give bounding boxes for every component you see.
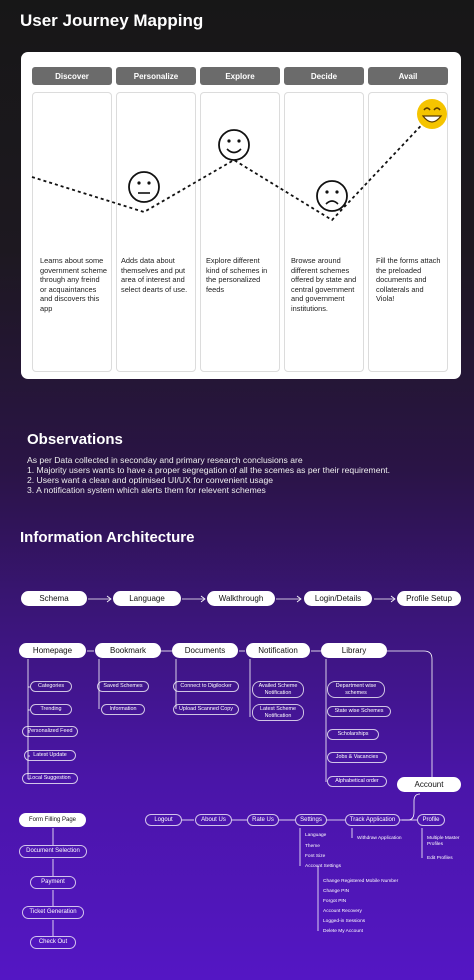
flow-login-details: Login/Details (304, 591, 372, 606)
documents-item: Connect to Digilocker (173, 681, 239, 692)
bookmark-item: Information (101, 704, 145, 715)
tab-library: Library (321, 643, 387, 658)
stage-column-discover (32, 92, 112, 372)
tab-homepage: Homepage (19, 643, 86, 658)
account-settings-item: Logged-in Sessions (323, 919, 366, 924)
tab-notification: Notification (246, 643, 310, 658)
homepage-item: Categories (30, 681, 72, 692)
stage-column-decide (284, 92, 364, 372)
library-item: Jobs & Vacancies (327, 752, 387, 763)
observations-intro: As per Data collected in seconday and pr… (27, 455, 303, 465)
settings-item: Account Settings (305, 864, 341, 869)
stage-discover: Discover (32, 67, 112, 85)
library-item: State wise Schemes (327, 706, 391, 717)
library-item: Scholarships (327, 729, 379, 740)
stage-decide: Decide (284, 67, 364, 85)
account-settings-item: Delete My Account (323, 929, 363, 934)
homepage-item: Latest Update (24, 750, 76, 761)
stage-column-avail (368, 92, 448, 372)
form-flow-step: Check Out (30, 936, 76, 949)
stage-description-discover: Learns about some government scheme thro… (40, 256, 107, 313)
observation-item: 1. Majority users wants to have a proper… (27, 465, 391, 475)
tab-documents: Documents (172, 643, 238, 658)
observation-item: 2. Users want a clean and optimised UI/U… (27, 475, 274, 485)
notification-item: Latest Scheme Notification (252, 704, 304, 721)
stage-explore: Explore (200, 67, 280, 85)
tab-bookmark: Bookmark (95, 643, 161, 658)
settings-item: Font Size (305, 854, 326, 859)
account-about-us: About Us (195, 814, 232, 826)
stage-description-avail: Fill the forms attach the preloaded docu… (376, 256, 441, 304)
journey-title: User Journey Mapping (20, 11, 204, 30)
form-flow-step: Ticket Generation (22, 906, 84, 919)
stage-personalize: Personalize (116, 67, 196, 85)
flow-profile-setup: Profile Setup (397, 591, 461, 606)
grinning-face-icon (417, 99, 447, 129)
flow-language: Language (113, 591, 181, 606)
homepage-item: Local Suggestion (22, 773, 78, 784)
neutral-face-icon (128, 171, 160, 203)
stage-description-explore: Explore different kind of schemes in the… (206, 256, 268, 294)
stage-description-decide: Browse around different schemes offered … (291, 256, 357, 313)
notification-item: Availed Scheme Notification (252, 681, 304, 698)
account-logout: Logout (145, 814, 182, 826)
account-settings: Settings (295, 814, 327, 826)
homepage-item: Personalized Feed (22, 726, 78, 737)
account-rate-us: Rate Us (247, 814, 279, 826)
library-item: Alphabetical order (327, 776, 387, 787)
settings-item: Theme (305, 844, 320, 849)
observation-item: 3. A notification system which alerts th… (27, 485, 266, 495)
account-settings-item: Change PIN (323, 889, 350, 894)
ia-title: Information Architecture (20, 529, 195, 546)
form-flow-step: Document Selection (19, 845, 87, 858)
smile-face-icon (218, 129, 250, 161)
account-node: Account (397, 777, 461, 792)
form-filling-page: Form Filling Page (19, 813, 86, 827)
settings-item: Language (305, 833, 327, 838)
flow-schema: Schema (21, 591, 87, 606)
bookmark-item: Saved Schemes (97, 681, 149, 692)
stage-column-personalize (116, 92, 196, 372)
account-track-application: Track Application (345, 814, 400, 826)
account-settings-item: Change Registered Mobile Number (323, 879, 399, 884)
sad-face-icon (316, 180, 348, 212)
form-flow-step: Payment (30, 876, 76, 889)
track-item: Withdraw Application (357, 836, 402, 841)
account-settings-item: Forgot PIN (323, 899, 347, 904)
profile-item: Edit Profiles (427, 856, 453, 861)
observations-title: Observations (27, 431, 123, 448)
stage-avail: Avail (368, 67, 448, 85)
stage-description-personalize: Adds data about themselves and put area … (121, 256, 188, 294)
flow-walkthrough: Walkthrough (207, 591, 275, 606)
documents-item: Upload Scanned Copy (173, 704, 239, 715)
library-item: Department wise schemes (327, 681, 385, 698)
account-settings-item: Account Recovery (323, 909, 362, 914)
account-profile: Profile (417, 814, 445, 826)
observations-list: 1. Majority users wants to have a proper… (27, 465, 390, 495)
homepage-item: Trending (30, 704, 72, 715)
profile-item: Multiple Master Profiles (427, 836, 460, 847)
